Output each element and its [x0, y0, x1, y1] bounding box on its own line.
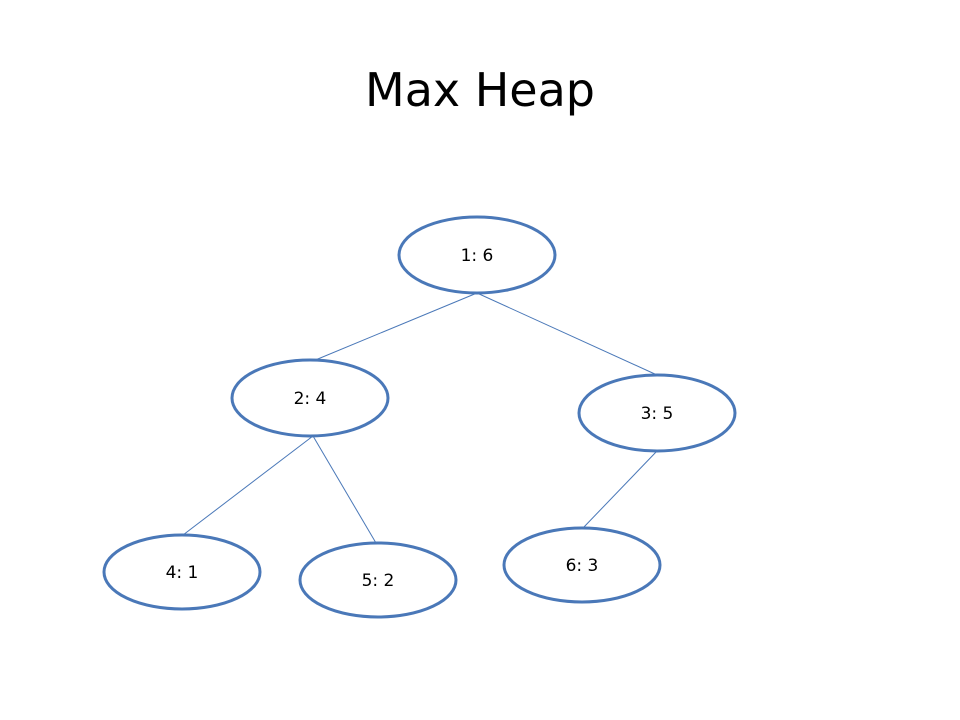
edge-n1-n2 [312, 292, 478, 362]
page-title: Max Heap [365, 63, 595, 117]
node-ellipse [102, 533, 262, 611]
edge-n2-n5 [312, 435, 377, 544]
heap-node-n3: 3: 5 [577, 373, 737, 453]
node-label: 4: 1 [166, 563, 199, 583]
heap-node-n1: 1: 6 [397, 215, 557, 295]
edge-n1-n3 [476, 292, 658, 376]
edge-n3-n6 [582, 450, 658, 529]
node-label: 1: 6 [461, 246, 494, 266]
nodes-layer: 1: 6 2: 4 3: 5 4: 1 5: 2 6: 3 [102, 215, 737, 619]
node-label: 5: 2 [362, 571, 395, 591]
heap-node-n4: 4: 1 [102, 533, 262, 611]
node-ellipse [502, 526, 662, 604]
node-label: 2: 4 [294, 389, 327, 409]
edges-layer [182, 292, 658, 544]
node-ellipse [397, 215, 557, 295]
heap-node-n6: 6: 3 [502, 526, 662, 604]
node-label: 3: 5 [641, 404, 674, 424]
node-label: 6: 3 [566, 556, 599, 576]
node-ellipse [230, 358, 390, 438]
node-ellipse [577, 373, 737, 453]
heap-node-n2: 2: 4 [230, 358, 390, 438]
node-ellipse [298, 541, 458, 619]
heap-node-n5: 5: 2 [298, 541, 458, 619]
edge-n2-n4 [182, 435, 314, 536]
